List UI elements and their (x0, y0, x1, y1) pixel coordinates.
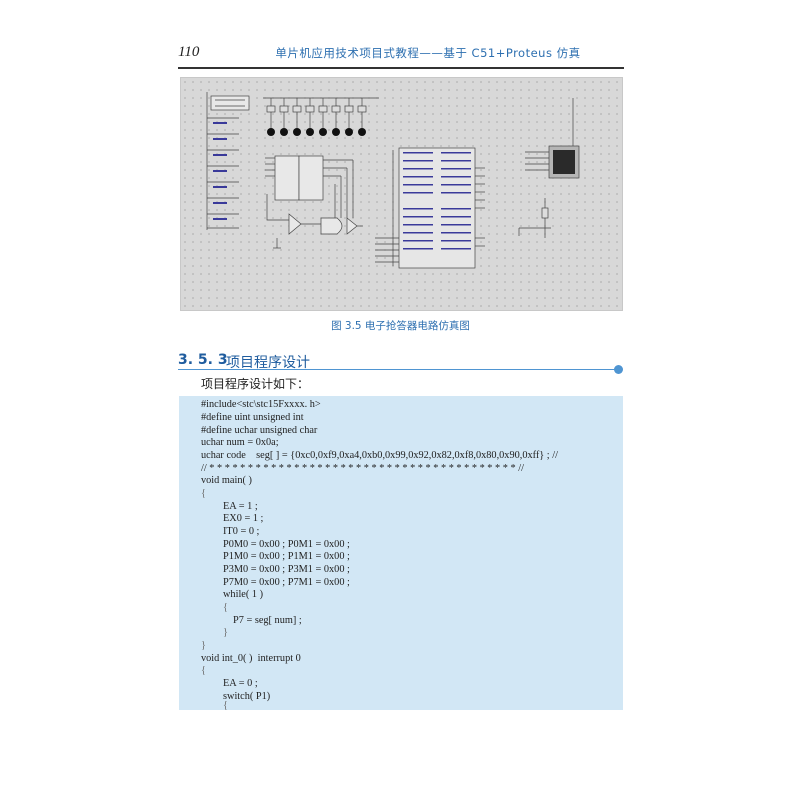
section-bullet (614, 365, 623, 374)
circuit-schematic (206, 92, 580, 269)
code-line-interrupt: void int_0( ) interrupt 0 (201, 653, 301, 664)
code-line-while: while( 1 ) (223, 589, 264, 600)
circuit-simulation-figure (180, 77, 623, 311)
running-title: 单片机应用技术项目式教程——基于 C51+Proteus 仿真 (275, 46, 581, 60)
code-line-include: #include<stc\stc15Fxxxx. h> (201, 399, 321, 410)
section-title: 项目程序设计 (226, 355, 310, 371)
code-line-p1m: P1M0 = 0x00 ; P1M1 = 0x00 ; (223, 551, 350, 562)
code-block: #include<stc\stc15Fxxxx. h> #define uint… (179, 396, 623, 711)
code-line-p0m: P0M0 = 0x00 ; P0M1 = 0x00 ; (223, 539, 350, 550)
code-line-define-uchar: #define uchar unsigned char (201, 425, 318, 436)
code-line-p3m: P3M0 = 0x00 ; P3M1 = 0x00 ; (223, 564, 350, 575)
code-line-it0: IT0 = 0 ; (223, 526, 260, 537)
encoder-ic (298, 155, 324, 201)
dip-switch-pack (210, 95, 250, 111)
code-line-ea: EA = 1 ; (223, 501, 258, 512)
intro-text: 项目程序设计如下： (201, 377, 310, 391)
code-line-brace: } (223, 627, 228, 638)
code-line-p7m: P7M0 = 0x00 ; P7M1 = 0x00 ; (223, 577, 350, 588)
latch-ic (274, 155, 300, 201)
code-line-ea-off: EA = 0 ; (223, 678, 258, 689)
code-line-brace: { (201, 665, 206, 676)
code-line-brace: { (201, 488, 206, 499)
figure-caption: 图 3.5 电子抢答器电路仿真图 (331, 320, 470, 332)
code-line-brace: } (201, 640, 206, 651)
section-rule (178, 369, 618, 370)
section-number: 3. 5. 3 (178, 352, 228, 368)
code-line-num: uchar num = 0x0a; (201, 437, 279, 448)
code-line-brace: { (223, 700, 228, 711)
code-line-p7-assign: P7 = seg[ num] ; (233, 615, 302, 626)
code-line-switch: switch( P1) (223, 691, 271, 702)
code-line-brace: { (223, 602, 228, 613)
code-line-divider-comment: // * * * * * * * * * * * * * * * * * * *… (201, 463, 524, 474)
header-rule (178, 67, 624, 69)
page-number: 110 (178, 44, 200, 60)
code-line-main: void main( ) (201, 475, 252, 486)
code-line-seg-table: uchar code seg[ ] = {0xc0,0xf9,0xa4,0xb0… (201, 450, 558, 461)
code-line-ex0: EX0 = 1 ; (223, 513, 264, 524)
code-line-define-uint: #define uint unsigned int (201, 412, 304, 423)
page-header: 110 单片机应用技术项目式教程——基于 C51+Proteus 仿真 (178, 44, 622, 66)
